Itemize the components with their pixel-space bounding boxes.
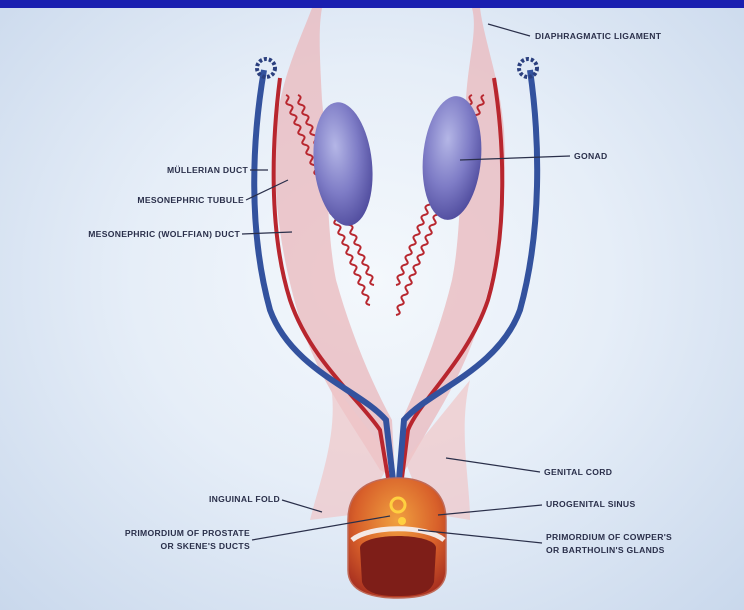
- label-mullerian-duct: MÜLLERIAN DUCT: [100, 165, 248, 176]
- label-gonad: GONAD: [574, 151, 608, 162]
- label-genital-cord: GENITAL CORD: [544, 467, 612, 478]
- label-mesonephric-wolffian-duct: MESONEPHRIC (WOLFFIAN) DUCT: [4, 229, 240, 240]
- label-primordium-prostate-line1: PRIMORDIUM OF PROSTATE: [40, 528, 250, 539]
- sinus-opening: [360, 536, 436, 596]
- label-primordium-cowper-line1: PRIMORDIUM OF COWPER'S: [546, 532, 672, 543]
- label-primordium-prostate-line2: OR SKENE'S DUCTS: [40, 541, 250, 552]
- label-inguinal-fold: INGUINAL FOLD: [130, 494, 280, 505]
- label-primordium-cowper-line2: OR BARTHOLIN'S GLANDS: [546, 545, 665, 556]
- label-diaphragmatic-ligament: DIAPHRAGMATIC LIGAMENT: [535, 31, 661, 42]
- label-urogenital-sinus: UROGENITAL SINUS: [546, 499, 635, 510]
- prostate-primordium-bud: [398, 517, 406, 525]
- label-mesonephric-tubule: MESONEPHRIC TUBULE: [60, 195, 244, 206]
